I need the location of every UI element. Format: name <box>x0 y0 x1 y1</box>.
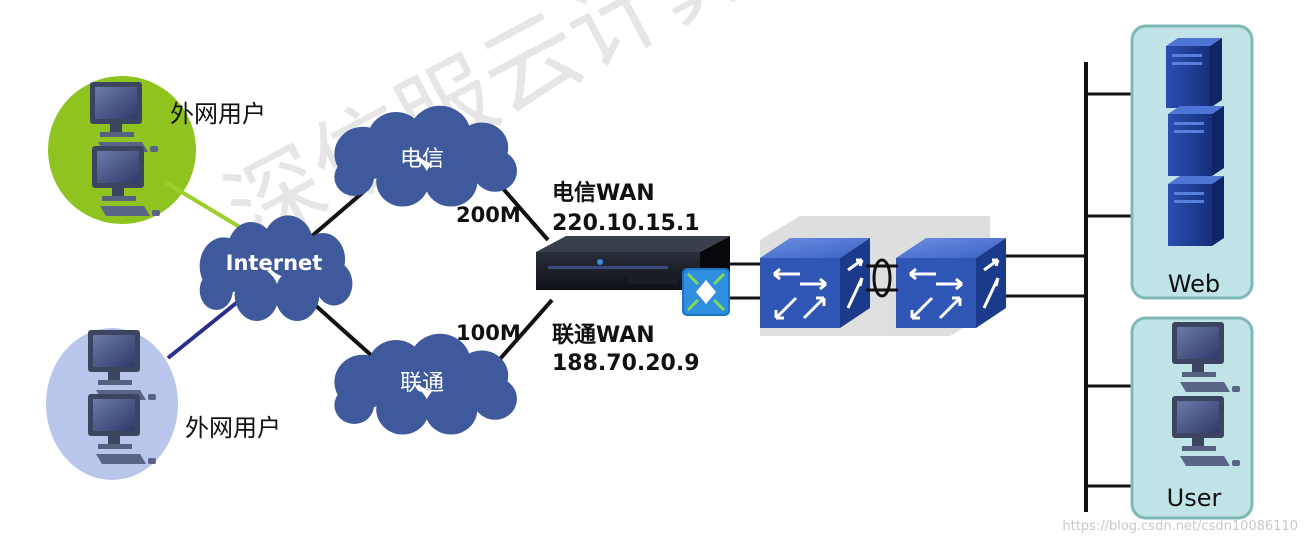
link-unicom-firewall <box>490 298 554 370</box>
core-switch-right-icon <box>894 236 1008 330</box>
core-switch-left-icon <box>758 236 872 330</box>
web-server-icon-3 <box>1168 176 1224 246</box>
telecom-bandwidth: 200M <box>456 203 521 227</box>
footer-credit: https://blog.csdn.net/csdn10086110 <box>1062 519 1298 534</box>
user-group-label: User <box>1167 484 1222 512</box>
link-navy-user-internet <box>166 298 242 360</box>
telecom-cloud-label: 电信 <box>400 147 444 172</box>
unicom-cloud-label: 联通 <box>400 371 444 396</box>
link-green-user-internet <box>163 180 250 234</box>
unicom-bandwidth: 100M <box>456 321 521 345</box>
web-group-label: Web <box>1168 270 1220 298</box>
web-server-icon-2 <box>1168 106 1224 176</box>
telecom-wan-ip: 220.10.15.1 <box>552 211 700 236</box>
unicom-wan-title: 联通WAN <box>552 323 655 348</box>
internet-label: Internet <box>226 251 323 275</box>
external-user-label-top: 外网用户 <box>170 100 266 128</box>
telecom-wan-title: 电信WAN <box>552 180 655 206</box>
external-user-label-bottom: 外网用户 <box>185 414 281 442</box>
sdwan-node-icon <box>682 268 730 316</box>
web-server-icon-1 <box>1166 38 1222 108</box>
link-aggregation-icon <box>872 258 892 298</box>
unicom-wan-ip: 188.70.20.9 <box>552 351 700 376</box>
link-internet-telecom <box>310 186 370 238</box>
